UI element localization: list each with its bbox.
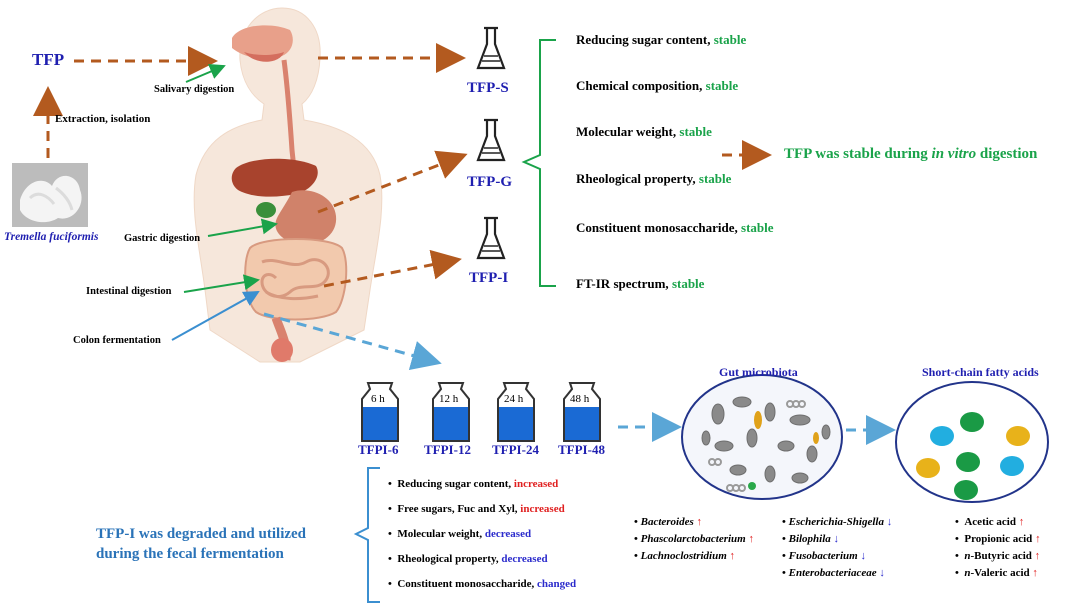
- fermentation-result-item: • Molecular weight, decreased: [388, 528, 532, 540]
- extraction-label: Extraction, isolation: [55, 113, 151, 125]
- fermentation-result-item: • Constituent monosaccharide, changed: [388, 578, 577, 590]
- property-item: Molecular weight, stable: [576, 124, 712, 139]
- colon-pointer-arrow: [171, 291, 260, 341]
- scfa-item: • Propionic acid ↑: [955, 533, 1041, 545]
- bottle-time: 48 h: [570, 393, 590, 405]
- fermentation-conclusion-line2: during the fecal fermentation: [96, 546, 284, 562]
- gastric-label: Gastric digestion: [124, 233, 201, 244]
- bottle-label: TFPI-6: [358, 442, 399, 457]
- property-item: Reducing sugar content, stable: [576, 32, 747, 47]
- gallbladder-icon: [256, 202, 276, 218]
- stable-conclusion: TFP was stable during in vitro digestion: [784, 146, 1038, 162]
- fermentation-result-item: • Free sugars, Fuc and Xyl, increased: [388, 503, 565, 515]
- intestines-icon: [244, 238, 348, 321]
- stomach-icon: [275, 190, 337, 245]
- microbe-increased-item: • Lachnoclostridium ↑: [634, 550, 736, 562]
- green-pointer-arrows: [183, 64, 278, 293]
- blue-flow-arrows: [263, 312, 896, 445]
- tfp-s-label: TFP-S: [467, 80, 509, 96]
- microbe-decreased-item: • Escherichia-Shigella ↓: [782, 516, 893, 528]
- species-label: Tremella fuciformis: [4, 231, 99, 243]
- intestinal-label: Intestinal digestion: [86, 286, 172, 297]
- orange-flow-arrows: [33, 43, 772, 288]
- tfp-g-label: TFP-G: [467, 174, 512, 190]
- scfa-item: • Acetic acid ↑: [955, 516, 1025, 528]
- tfp-i-label: TFP-I: [469, 270, 509, 286]
- microbe-decreased-item: • Enterobacteriaceae ↓: [782, 567, 885, 579]
- property-item: FT-IR spectrum, stable: [576, 276, 705, 291]
- bottle-label: TFPI-12: [424, 442, 471, 457]
- fermentation-result-item: • Rheological property, decreased: [388, 553, 548, 565]
- tremella-image: [12, 163, 88, 227]
- tfp-label: TFP: [32, 50, 65, 69]
- salivary-label: Salivary digestion: [154, 84, 235, 95]
- microbe-decreased-item: • Bilophila ↓: [782, 533, 840, 545]
- mouth-icon: [232, 25, 293, 62]
- bottle-label: TFPI-48: [558, 442, 605, 457]
- flask-icons: [476, 26, 506, 260]
- scfa-item: • n-Valeric acid ↑: [955, 567, 1038, 579]
- scfa-item: • n-Butyric acid ↑: [955, 550, 1041, 562]
- gut-microbiota-title: Gut microbiota: [719, 365, 798, 379]
- property-item: Constituent monosaccharide, stable: [576, 220, 774, 235]
- property-item: Chemical composition, stable: [576, 78, 739, 93]
- microbe-increased-item: • Phascolarctobacterium ↑: [634, 533, 754, 545]
- blue-bracket: [353, 467, 380, 603]
- fermentation-conclusion-line1: TFP-I was degraded and utilized: [96, 526, 307, 542]
- gut-microbiota-ellipse: [681, 374, 843, 500]
- scfa-title: Short-chain fatty acids: [922, 365, 1039, 379]
- scfa-ellipse: [895, 381, 1049, 503]
- property-item: Rheological property, stable: [576, 171, 732, 186]
- fermentation-result-item: • Reducing sugar content, increased: [388, 478, 559, 490]
- microbe-decreased-item: • Fusobacterium ↓: [782, 550, 866, 562]
- green-bracket: [521, 39, 556, 287]
- bottle-label: TFPI-24: [492, 442, 539, 457]
- bottle-time: 24 h: [504, 393, 524, 405]
- bottle-time: 12 h: [439, 393, 459, 405]
- bottle-time: 6 h: [371, 393, 385, 405]
- liver-icon: [231, 158, 318, 197]
- bottle-icons: [361, 382, 601, 442]
- colon-label: Colon fermentation: [73, 335, 161, 346]
- microbe-increased-item: • Bacteroides ↑: [634, 516, 703, 528]
